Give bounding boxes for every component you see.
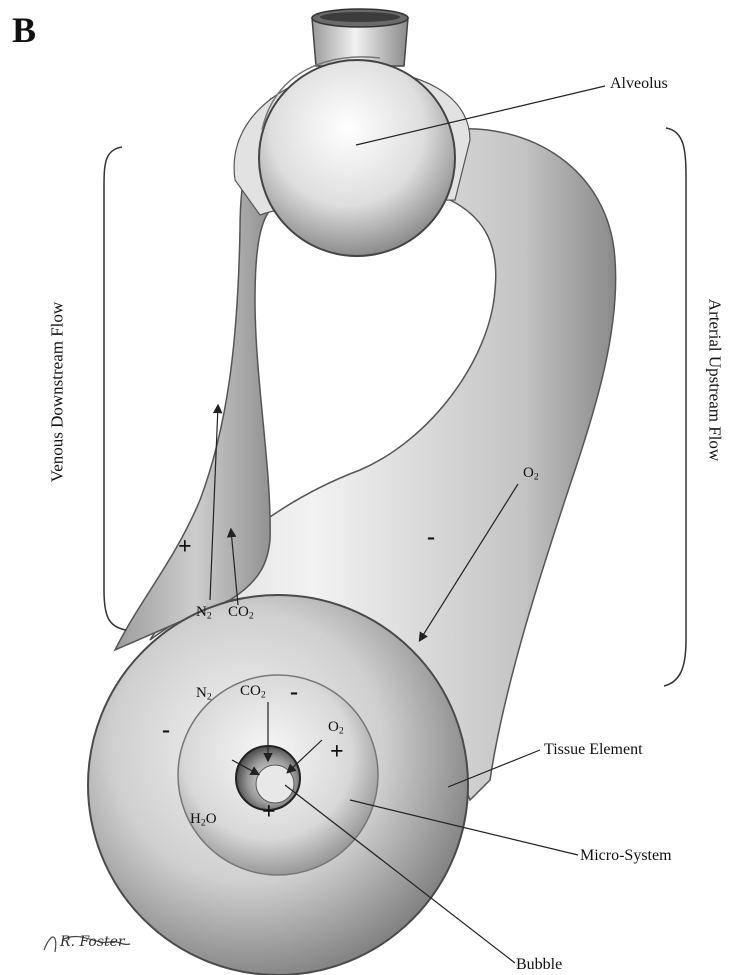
- n2-venous-label: N2: [196, 605, 212, 621]
- vein-plus-sign: +: [178, 535, 192, 559]
- h2o-inner-label: H2O: [190, 812, 217, 828]
- alveolus-sphere: [259, 60, 455, 256]
- arterial-flow-label: Arterial Upstream Flow: [707, 299, 724, 461]
- arterial-bracket: [664, 128, 686, 686]
- inner-plus-right-sign: +: [330, 740, 344, 764]
- venous-flow-label: Venous Downstream Flow: [49, 302, 66, 482]
- n2-inner-label: N2: [196, 686, 212, 702]
- alveolus-label: Alveolus: [610, 76, 668, 92]
- bubble-label: Bubble: [516, 957, 562, 973]
- signature-text: R. Foster: [60, 935, 125, 949]
- o2-inner-label: O2: [328, 720, 344, 736]
- tissue-element-label: Tissue Element: [544, 742, 643, 758]
- inner-minus-sign: -: [290, 680, 298, 704]
- artery-minus-sign: -: [427, 525, 435, 549]
- panel-letter: B: [12, 12, 36, 48]
- tissue-minus-sign: -: [162, 718, 170, 742]
- micro-system-label: Micro-System: [580, 848, 672, 864]
- o2-arterial-label: O2: [523, 466, 539, 482]
- inner-plus-bottom-sign: +: [262, 800, 276, 824]
- venous-bracket: [104, 147, 126, 630]
- co2-venous-label: CO2: [228, 605, 254, 621]
- co2-inner-label: CO2: [240, 684, 266, 700]
